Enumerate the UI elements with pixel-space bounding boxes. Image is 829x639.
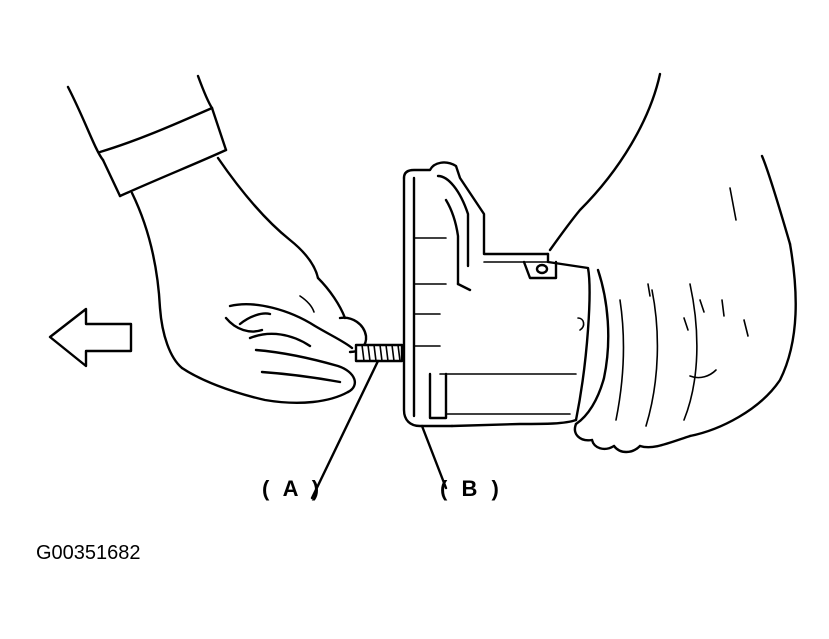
left-arrow-icon (48, 307, 133, 368)
left-hand (130, 156, 368, 405)
left-sleeve (66, 74, 228, 198)
screw (354, 343, 404, 363)
callout-b-label: ( B ) (440, 476, 503, 501)
right-hand (548, 72, 797, 454)
component-body (402, 161, 591, 428)
callout-leaders (310, 359, 448, 500)
figure-id: G00351682 (36, 542, 141, 564)
callout-a-label: ( A ) (262, 476, 324, 501)
